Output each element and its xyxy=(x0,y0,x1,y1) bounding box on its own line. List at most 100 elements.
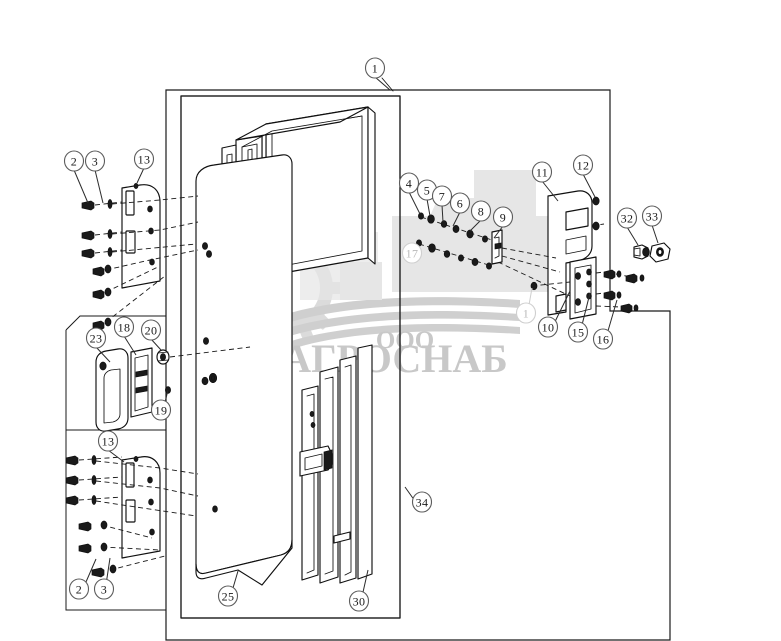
callout-leader xyxy=(374,76,391,91)
callout-number: 10 xyxy=(542,321,555,335)
callout-23[interactable]: 23 xyxy=(85,327,111,363)
callout-number: 16 xyxy=(597,333,610,347)
callout-2[interactable]: 2 xyxy=(68,558,97,600)
door-window-assembly xyxy=(301,344,373,584)
callout-circle xyxy=(364,57,386,79)
callout-number: 2 xyxy=(71,155,77,169)
callout-34[interactable]: 34 xyxy=(404,486,433,513)
callout-circle xyxy=(531,161,553,183)
door-vent xyxy=(333,531,351,544)
callout-number: 34 xyxy=(416,496,429,510)
callout-circle xyxy=(63,150,85,172)
callout-circle xyxy=(398,172,420,194)
callout-circle xyxy=(401,242,423,264)
callout-circle xyxy=(616,207,638,229)
callout-leader xyxy=(651,224,659,244)
callout-10[interactable]: 10 xyxy=(537,290,571,338)
callout-30[interactable]: 30 xyxy=(348,569,370,612)
callout-33[interactable]: 33 xyxy=(641,205,663,244)
lower-bracket-detail-box xyxy=(65,430,166,611)
callout-leader xyxy=(150,338,162,351)
callout-circle xyxy=(567,321,589,343)
callout-circle xyxy=(348,590,370,612)
handle-detail-group xyxy=(95,346,251,432)
callout-18[interactable]: 18 xyxy=(113,316,137,356)
callout-20[interactable]: 20 xyxy=(140,319,162,351)
callout-number: 13 xyxy=(138,153,151,167)
callout-circle xyxy=(641,205,663,227)
callout-leader xyxy=(94,169,104,204)
callout-number: 3 xyxy=(92,155,98,169)
swoosh-icon xyxy=(248,297,520,362)
callout-9[interactable]: 9 xyxy=(492,206,514,239)
outer-boundary-frame xyxy=(165,89,671,641)
callout-leader xyxy=(441,204,444,223)
callout-leader xyxy=(541,180,559,202)
callout-19[interactable]: 19 xyxy=(150,389,172,421)
callout-1[interactable]: 1 xyxy=(515,287,537,324)
callout-leader xyxy=(426,198,431,217)
callout-12[interactable]: 12 xyxy=(572,154,596,198)
callout-number: 18 xyxy=(118,321,131,335)
callout-11[interactable]: 11 xyxy=(531,161,559,202)
callout-number: 17 xyxy=(406,247,419,261)
callout-number: 33 xyxy=(646,210,659,224)
lower-hinge-bracket-group xyxy=(65,455,199,578)
callout-circle xyxy=(85,327,107,349)
callout-circle xyxy=(68,578,90,600)
callout-leader xyxy=(469,219,482,232)
right-hinge-plate xyxy=(497,256,645,320)
callout-circle xyxy=(515,302,537,324)
callout-number: 6 xyxy=(457,197,463,211)
callout-number: 13 xyxy=(102,435,115,449)
callout-3[interactable]: 3 xyxy=(93,557,115,600)
callout-circle xyxy=(492,206,514,228)
callout-circle xyxy=(140,319,162,341)
callout-13[interactable]: 13 xyxy=(133,148,155,184)
callout-6[interactable]: 6 xyxy=(449,192,471,227)
door-striker-bracket xyxy=(547,190,605,316)
door-latch xyxy=(299,445,333,477)
callout-2[interactable]: 2 xyxy=(63,150,89,204)
callout-7[interactable]: 7 xyxy=(431,185,453,223)
callout-number: 30 xyxy=(353,595,366,609)
door-edge-fasteners xyxy=(309,411,316,428)
door-outer-panel xyxy=(195,154,293,586)
callout-number: 25 xyxy=(222,590,235,604)
callout-circle xyxy=(537,316,559,338)
callout-leader xyxy=(408,191,421,215)
callout-leader xyxy=(136,167,145,184)
callout-circle xyxy=(84,150,106,172)
callout-number: 2 xyxy=(76,583,82,597)
callout-circle xyxy=(97,430,119,452)
callout-circle xyxy=(431,185,453,207)
callout-15[interactable]: 15 xyxy=(567,292,591,343)
callout-number: 15 xyxy=(572,326,585,340)
callout-number: 8 xyxy=(478,205,484,219)
callout-8[interactable]: 8 xyxy=(469,200,492,232)
callout-circle xyxy=(150,399,172,421)
callout-number: 5 xyxy=(424,184,430,198)
door-top-rail xyxy=(235,106,369,141)
callout-circle xyxy=(470,200,492,222)
callout-1[interactable]: 1 xyxy=(364,57,391,91)
callout-32[interactable]: 32 xyxy=(616,207,639,246)
callout-circle xyxy=(572,154,594,176)
callout-leader xyxy=(493,225,504,239)
callout-number: 12 xyxy=(577,159,590,173)
callout-circle xyxy=(411,491,433,513)
callout-circle xyxy=(217,585,239,607)
callout-17[interactable]: 17 xyxy=(401,242,423,264)
callout-3[interactable]: 3 xyxy=(84,150,106,204)
callout-4[interactable]: 4 xyxy=(398,172,421,215)
callout-25[interactable]: 25 xyxy=(217,570,239,607)
callout-circle xyxy=(449,192,471,214)
right-hinge-bolts xyxy=(603,269,645,314)
callout-leader xyxy=(582,173,596,198)
callout-13[interactable]: 13 xyxy=(97,430,125,463)
callout-16[interactable]: 16 xyxy=(592,299,618,350)
callout-1-leader xyxy=(381,77,394,92)
callout-leader xyxy=(73,169,89,204)
